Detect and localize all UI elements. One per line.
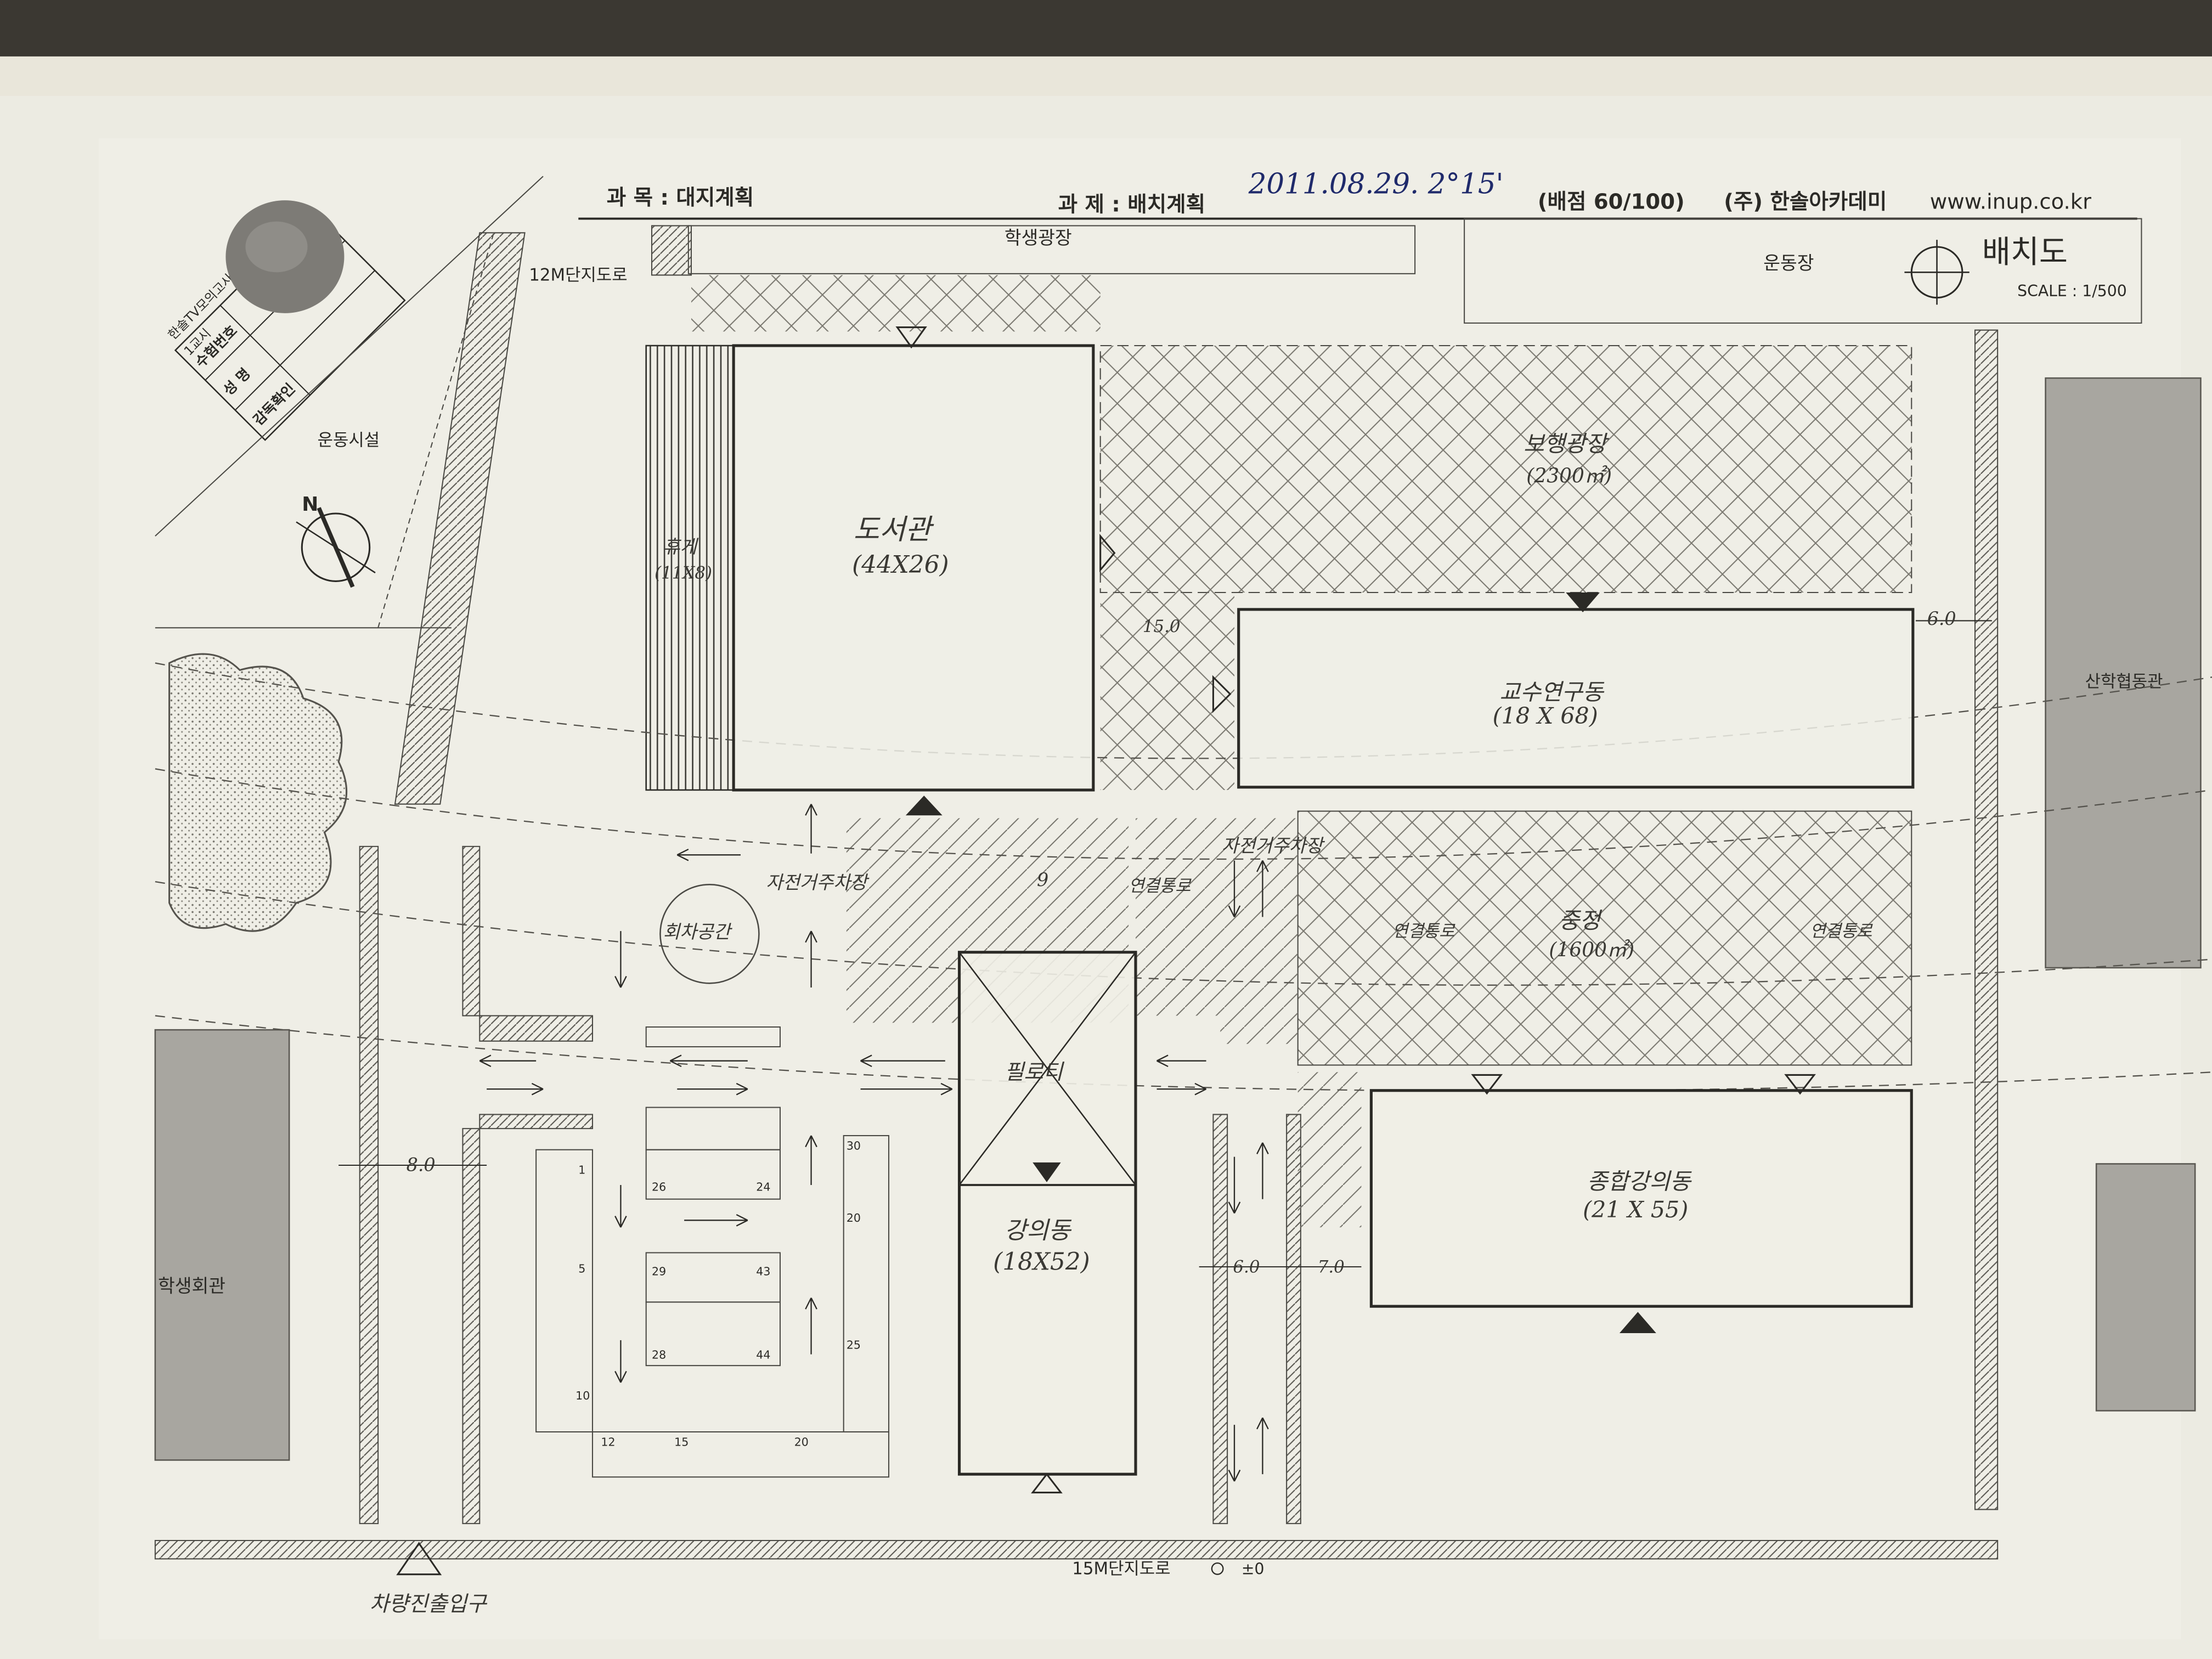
dropoff-circle xyxy=(659,884,760,984)
bike-parking-mid-label: 자전거주차장 xyxy=(1222,835,1325,856)
parking-count: 5 xyxy=(578,1262,585,1275)
industry-center-block xyxy=(2045,377,2202,969)
north-label: N xyxy=(302,493,318,516)
dimension-7: 7.0 xyxy=(1318,1257,1345,1277)
parking-count: 26 xyxy=(652,1180,666,1193)
rest-area-label: 휴게 xyxy=(663,536,699,557)
tree-cluster xyxy=(168,653,348,932)
dimension-6-mid: 6.0 xyxy=(1233,1257,1260,1277)
scale-label: SCALE : 1/500 xyxy=(2017,282,2127,300)
entrance-marker-icon xyxy=(895,326,927,349)
professor-building-size: (18 X 68) xyxy=(1493,703,1598,729)
student-plaza-label: 학생광장 xyxy=(1005,227,1072,249)
handwritten-date: 2011.08.29. 2°15' xyxy=(1248,167,1504,200)
dimension-9: 9 xyxy=(1037,869,1048,890)
main-entrance-icon xyxy=(905,795,943,816)
connect-passage-1: 연결통로 xyxy=(1128,876,1192,896)
parking-counts: 1 5 10 12 15 20 20 25 26 24 29 43 28 44 … xyxy=(575,1139,861,1449)
sports-field-outline xyxy=(1464,218,2142,324)
parking-count: 24 xyxy=(756,1180,770,1193)
courtyard-area-label: (1600㎡) xyxy=(1549,939,1634,961)
dimension-8: 8.0 xyxy=(407,1154,436,1175)
pedestrian-plaza-name: 보행광장 xyxy=(1523,431,1610,457)
student-hall-block xyxy=(154,1029,290,1461)
connect-passage-3: 연결통로 xyxy=(1810,921,1873,941)
connect-passage-2: 연결통로 xyxy=(1392,921,1455,941)
rest-area-size: (11X8) xyxy=(654,563,712,583)
parking-count: 12 xyxy=(601,1436,615,1449)
road-12m-label: 12M단지도로 xyxy=(529,266,627,285)
website-label: www.inup.co.kr xyxy=(1930,190,2091,215)
right-boundary-wall xyxy=(1974,329,1999,1510)
score-label: (배점 60/100) xyxy=(1538,190,1685,215)
professor-building-name: 교수연구동 xyxy=(1499,679,1604,705)
vehicle-entry-label: 차량진출입구 xyxy=(370,1592,488,1617)
parking-count: 29 xyxy=(652,1265,666,1278)
parking-count: 44 xyxy=(756,1348,770,1361)
parking-count: 25 xyxy=(847,1338,861,1351)
lecture-building-name: 강의동 xyxy=(1005,1217,1072,1245)
library-size: (44X26) xyxy=(852,551,949,579)
pedestrian-plaza-area-label: (2300㎡) xyxy=(1526,465,1612,487)
benchmark-icon xyxy=(1211,1562,1224,1575)
dimension-marks: 8.0 15.0 6.0 6.0 7.0 9 xyxy=(338,608,1992,1277)
vehicle-entry-triangle-icon xyxy=(396,1542,442,1576)
courtyard-name: 중정 xyxy=(1559,907,1602,934)
parking-count: 43 xyxy=(756,1265,770,1278)
pedestrian-plaza-area xyxy=(1099,345,1912,594)
parking-count: 15 xyxy=(674,1436,689,1449)
parking-count: 28 xyxy=(652,1348,666,1361)
courtyard-area xyxy=(1297,810,1912,1066)
top-cross-hatch xyxy=(691,275,1101,332)
general-lecture-name: 종합강의동 xyxy=(1587,1169,1692,1195)
diagonal-site-edge xyxy=(155,176,544,537)
pilotis-label: 필로티 xyxy=(1005,1060,1065,1085)
industry-center-label: 산학협동관 xyxy=(2085,672,2163,691)
general-lecture-building xyxy=(1369,1089,1913,1308)
subject-label: 과 목 : 대지계획 xyxy=(607,185,754,210)
general-lecture-size: (21 X 55) xyxy=(1583,1197,1688,1223)
parking-count: 1 xyxy=(578,1163,585,1176)
right-lower-block xyxy=(2095,1163,2196,1412)
lecture-building-size: (18X52) xyxy=(993,1248,1090,1276)
bike-parking-left-label: 자전거주차장 xyxy=(766,872,870,893)
elevation-label: ±0 xyxy=(1242,1560,1265,1578)
road-15m-label: 15M단지도로 xyxy=(1072,1559,1170,1579)
dropoff-label: 회차공간 xyxy=(663,921,733,943)
road-15m-wall xyxy=(154,1539,1999,1560)
curved-guidelines xyxy=(155,662,2212,1092)
library-name: 도서관 xyxy=(854,513,935,546)
parking-lot xyxy=(535,1026,890,1478)
library-side-stripes xyxy=(645,345,735,791)
circulation-arrows xyxy=(479,804,1269,1482)
road-12m-wall xyxy=(394,232,526,805)
task-label: 과 제 : 배치계획 xyxy=(1058,193,1206,217)
company-label: (주) 한솔아카데미 xyxy=(1724,190,1887,215)
north-arrow-icon: N xyxy=(296,493,376,588)
dimension-6-right: 6.0 xyxy=(1927,608,1956,629)
sports-field-label: 운동장 xyxy=(1763,252,1814,274)
sports-facility-label: 운동시설 xyxy=(318,431,380,450)
parking-count: 10 xyxy=(575,1389,590,1402)
lecture-building xyxy=(958,951,1137,1476)
library-building xyxy=(732,344,1095,792)
parking-count: 30 xyxy=(847,1139,861,1153)
drawing-title: 배치도 xyxy=(1982,234,2068,270)
parking-count: 20 xyxy=(794,1436,809,1449)
parking-count: 20 xyxy=(847,1211,861,1224)
dimension-15: 15.0 xyxy=(1143,617,1181,636)
student-hall-label: 학생회관 xyxy=(158,1275,225,1296)
professor-building xyxy=(1237,608,1915,789)
